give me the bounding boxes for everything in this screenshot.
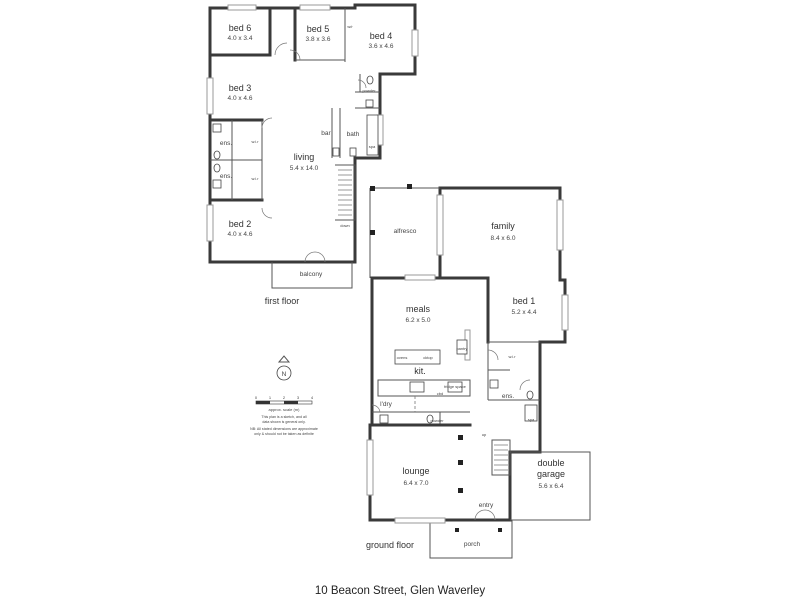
fridge-label: fridge space bbox=[444, 384, 467, 389]
scale-tick-4: 4 bbox=[311, 395, 314, 400]
ground-floor-windows bbox=[366, 194, 569, 524]
bed1-label: bed 1 bbox=[513, 296, 536, 306]
living-label: living bbox=[294, 152, 315, 162]
toilet-icon bbox=[213, 163, 221, 173]
legend: N 0 1 2 3 4 approx. scale (m) This plan … bbox=[250, 355, 318, 436]
note-sketch-line2: data shown is general only. bbox=[262, 420, 305, 424]
bed6-label: bed 6 bbox=[229, 23, 252, 33]
stair-up-label: up bbox=[482, 432, 487, 437]
balcony-label: balcony bbox=[300, 271, 323, 278]
bed2-label: bed 2 bbox=[229, 219, 252, 229]
ground-floor-posts bbox=[370, 184, 502, 532]
first-floor-fixtures bbox=[212, 75, 379, 189]
wir-ground-label: w.i.r bbox=[508, 354, 516, 359]
garage-label-line1: double bbox=[537, 458, 564, 468]
porch-label: porch bbox=[464, 541, 481, 548]
scale-tick-1: 1 bbox=[269, 395, 272, 400]
ground-floor-fixtures bbox=[379, 339, 538, 424]
note-dimensions-line1: NB: All stated dimensions are approximat… bbox=[250, 427, 318, 431]
lounge-size: 6.4 x 7.0 bbox=[404, 480, 429, 487]
garage-label-line2: garage bbox=[537, 469, 565, 479]
bed4-size: 3.6 x 4.6 bbox=[369, 43, 394, 50]
family-size: 8.4 x 6.0 bbox=[491, 235, 516, 242]
first-floor-doors bbox=[261, 42, 367, 263]
north-arrow-icon bbox=[276, 365, 292, 381]
scale-caption: approx. scale (m) bbox=[269, 407, 301, 412]
first-floor-walls bbox=[208, 3, 417, 289]
ens-ground-label: ens. bbox=[502, 393, 514, 400]
property-address: 10 Beacon Street, Glen Waverley bbox=[315, 585, 485, 597]
wir-b-label: w.i.r bbox=[251, 176, 259, 181]
toilet-icon bbox=[426, 414, 434, 424]
toilet-icon bbox=[366, 75, 374, 85]
pantry-label: pantry bbox=[456, 346, 467, 351]
bed4-label: bed 4 bbox=[370, 31, 393, 41]
stair-down-label: down bbox=[340, 223, 350, 228]
note-sketch-line1: This plan is a sketch, and all bbox=[261, 415, 306, 419]
lounge-label: lounge bbox=[402, 466, 429, 476]
scale-tick-2: 2 bbox=[283, 395, 286, 400]
oven-label: ovens bbox=[397, 355, 408, 360]
wir-a-label: w.i.r bbox=[251, 139, 259, 144]
cbd-label: cbd bbox=[437, 391, 443, 396]
bench-label: cktop bbox=[423, 355, 433, 360]
family-label: family bbox=[491, 221, 515, 231]
toilet-icon bbox=[526, 390, 534, 400]
bed6-size: 4.0 x 3.4 bbox=[228, 35, 253, 42]
ground-floor-label: ground floor bbox=[366, 540, 414, 550]
living-size: 5.4 x 14.0 bbox=[290, 165, 319, 172]
ens-a-label: ens. bbox=[220, 140, 232, 147]
first-floor-windows bbox=[206, 4, 419, 242]
bed3-size: 4.0 x 4.6 bbox=[228, 95, 253, 102]
basin-icon bbox=[212, 179, 222, 189]
cooktop-icon bbox=[456, 339, 468, 355]
powder-ground-label: powder bbox=[430, 418, 444, 423]
north-label: N bbox=[282, 371, 287, 378]
spa-ground-label: spa bbox=[528, 417, 535, 422]
bar-label: bar bbox=[321, 130, 331, 137]
bed5-label: bed 5 bbox=[307, 24, 330, 34]
bed1-size: 5.2 x 4.4 bbox=[512, 309, 537, 316]
garage-size: 5.6 x 6.4 bbox=[539, 483, 564, 490]
bar-sink-icon bbox=[332, 147, 340, 157]
scale-tick-3: 3 bbox=[297, 395, 300, 400]
spa-bath-icon bbox=[524, 404, 538, 422]
sink-icon bbox=[409, 381, 425, 393]
ground-floor-plan: alfresco family 8.4 x 6.0 meals 6.2 x 5.… bbox=[366, 184, 591, 559]
meals-size: 6.2 x 5.0 bbox=[406, 317, 431, 324]
first-floor-label: first floor bbox=[265, 296, 300, 306]
fridge-icon bbox=[447, 381, 463, 393]
bath-label: bath bbox=[347, 131, 360, 138]
kitchen-label: kit. bbox=[414, 366, 426, 376]
bed3-label: bed 3 bbox=[229, 83, 252, 93]
note-dimensions-line2: only & should not be taken as definite bbox=[254, 432, 314, 436]
ens-b-label: ens. bbox=[220, 173, 232, 180]
bed5-size: 3.8 x 3.6 bbox=[306, 36, 331, 43]
basin-icon bbox=[212, 123, 222, 133]
scale-bar bbox=[255, 400, 313, 405]
entry-label: entry bbox=[479, 502, 494, 509]
ground-floor-doors bbox=[371, 349, 531, 521]
toilet-icon bbox=[213, 150, 221, 160]
vanity-icon bbox=[349, 147, 357, 157]
bathtub-icon bbox=[366, 114, 379, 156]
island-bench-icon bbox=[394, 349, 441, 365]
spa-first-label: spa bbox=[369, 144, 376, 149]
basin-icon bbox=[365, 99, 374, 108]
basin-icon bbox=[489, 379, 499, 389]
meals-label: meals bbox=[406, 304, 431, 314]
alfresco-label: alfresco bbox=[394, 228, 417, 235]
powder-first-label: powder bbox=[362, 88, 376, 93]
first-floor-plan: bed 6 4.0 x 3.4 bed 5 3.8 x 3.6 bed 4 3.… bbox=[206, 3, 419, 306]
bed2-size: 4.0 x 4.6 bbox=[228, 231, 253, 238]
scale-tick-0: 0 bbox=[255, 395, 258, 400]
north-pointer-icon bbox=[277, 355, 291, 363]
laundry-tub-icon bbox=[379, 414, 389, 424]
wr-label: w/r bbox=[347, 24, 353, 29]
laundry-label: l'dry bbox=[380, 401, 392, 408]
